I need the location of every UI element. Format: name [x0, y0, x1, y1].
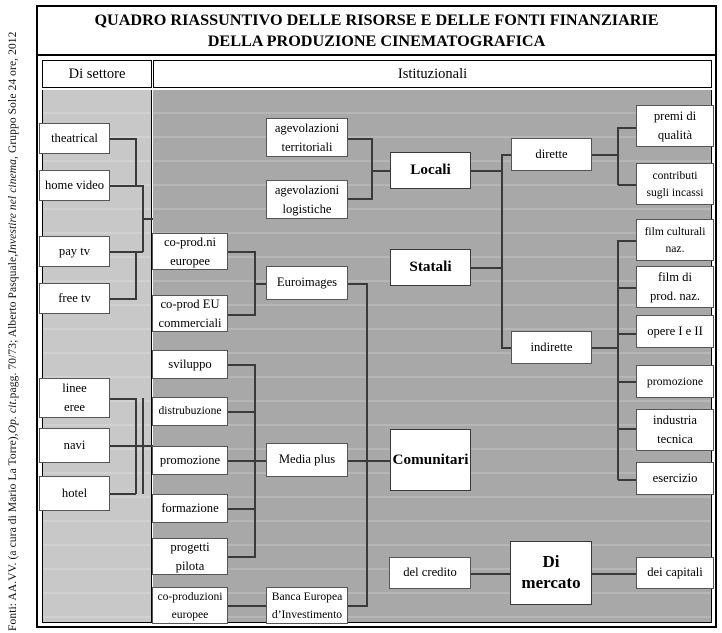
node-promozione[interactable]: promozione — [636, 365, 714, 398]
connector — [135, 251, 137, 300]
node-dirette[interactable]: dirette — [511, 138, 592, 171]
node-progetti-pilota[interactable]: progetti pilota — [152, 538, 228, 575]
source-caption-italic-1: Op. cit. — [7, 398, 19, 434]
connector — [592, 347, 619, 349]
connector — [228, 251, 255, 253]
connector — [348, 460, 391, 462]
connector — [618, 428, 637, 430]
connector — [228, 508, 255, 510]
connector — [371, 170, 391, 172]
node-linee-eree[interactable]: linee eree — [39, 378, 110, 418]
connector — [228, 314, 255, 316]
node-pay-tv[interactable]: pay tv — [39, 236, 110, 267]
node-co-prod-ni-europee[interactable]: co-prod.ni europee — [152, 233, 228, 270]
connector — [348, 283, 368, 285]
title-line-2: DELLA PRODUZIONE CINEMATOGRAFICA — [207, 31, 546, 50]
node-promozione-media[interactable]: promozione — [152, 446, 228, 475]
node-agevolazioni-territoriali[interactable]: agevolazioni territoriali — [266, 118, 348, 157]
connector — [366, 283, 368, 607]
connector — [618, 333, 637, 335]
connector — [471, 267, 503, 269]
connector — [348, 198, 373, 200]
node-navi[interactable]: navi — [39, 428, 110, 463]
page-title: QUADRO RIASSUNTIVO DELLE RISORSE E DELLE… — [38, 7, 715, 56]
source-caption-middle: pagg. 70/73; Alberto Pasquale, — [7, 253, 19, 399]
connector — [501, 347, 512, 349]
node-di-mercato[interactable]: Di mercato — [510, 541, 592, 605]
node-banca-europea[interactable]: Banca Europea d’Investimento — [266, 587, 348, 624]
node-film-culturali-naz[interactable]: film culturali naz. — [636, 219, 714, 261]
connector — [228, 556, 255, 558]
connector — [109, 493, 136, 495]
connector — [135, 398, 137, 494]
source-caption: Fonti: AA.VV. (a cura di Mario La Torre)… — [0, 0, 26, 633]
node-distrubuzione[interactable]: distrubuzione — [152, 397, 228, 426]
node-opere-i-e-ii[interactable]: opere I e II — [636, 315, 714, 348]
connector — [109, 298, 136, 300]
node-home-video[interactable]: home video — [39, 170, 110, 201]
node-dei-capitali[interactable]: dei capitali — [636, 557, 714, 589]
connector — [109, 138, 136, 140]
connector — [348, 138, 373, 140]
connector — [471, 170, 503, 172]
connector — [501, 154, 512, 156]
connector — [135, 185, 143, 187]
node-premi-di-qualita[interactable]: premi di qualità — [636, 105, 714, 147]
connector — [254, 364, 256, 558]
connector — [142, 445, 153, 447]
connector — [348, 605, 368, 607]
node-locali[interactable]: Locali — [390, 152, 471, 189]
connector — [228, 411, 255, 413]
node-esercizio[interactable]: esercizio — [636, 462, 714, 495]
node-contributi-incassi[interactable]: contributi sugli incassi — [636, 163, 714, 205]
connector — [371, 138, 373, 200]
node-comunitari[interactable]: Comunitari — [390, 429, 471, 491]
node-euroimages[interactable]: Euroimages — [266, 266, 348, 300]
node-del-credito[interactable]: del credito — [389, 557, 471, 589]
node-agevolazioni-logistiche[interactable]: agevolazioni logistiche — [266, 180, 348, 219]
node-hotel[interactable]: hotel — [39, 476, 110, 511]
connector — [142, 218, 153, 220]
connector — [592, 573, 636, 575]
node-media-plus[interactable]: Media plus — [266, 443, 348, 477]
node-formazione[interactable]: formazione — [152, 494, 228, 523]
source-caption-italic-2: Investire nel cinema — [7, 158, 19, 254]
column-header-di-settore: Di settore — [42, 60, 152, 88]
connector — [135, 138, 137, 187]
connector — [228, 364, 255, 366]
node-film-di-prod-naz[interactable]: film di prod. naz. — [636, 266, 714, 308]
node-sviluppo[interactable]: sviluppo — [152, 350, 228, 379]
node-theatrical[interactable]: theatrical — [39, 123, 110, 154]
connector — [109, 445, 143, 447]
connector — [618, 127, 637, 129]
connector — [617, 127, 619, 185]
title-line-1: QUADRO RIASSUNTIVO DELLE RISORSE E DELLE… — [94, 10, 659, 29]
node-free-tv[interactable]: free tv — [39, 283, 110, 314]
column-header-istituzionali: Istituzionali — [153, 60, 712, 88]
connector — [618, 240, 637, 242]
source-caption-prefix: Fonti: AA.VV. (a cura di Mario La Torre)… — [7, 433, 19, 631]
connector — [228, 605, 266, 607]
connector — [109, 251, 136, 253]
connector — [618, 381, 637, 383]
node-industria-tecnica[interactable]: industria tecnica — [636, 409, 714, 451]
connector — [618, 287, 637, 289]
connector — [254, 283, 266, 285]
connector — [618, 479, 637, 481]
node-indirette[interactable]: indirette — [511, 331, 592, 364]
connector — [501, 154, 503, 348]
connector — [617, 240, 619, 480]
node-co-prod-eu-commerciali[interactable]: co-prod EU commerciali — [152, 295, 228, 332]
source-caption-suffix: , Gruppo Sole 24 ore, 2012 — [7, 31, 19, 159]
connector — [135, 251, 143, 253]
connector — [109, 398, 136, 400]
node-statali[interactable]: Statali — [390, 249, 471, 286]
connector — [618, 184, 637, 186]
connector — [592, 154, 619, 156]
connector — [109, 185, 136, 187]
node-co-produzioni-europee[interactable]: co-produzioni europee — [152, 587, 228, 624]
connector — [471, 573, 511, 575]
connector — [228, 460, 266, 462]
